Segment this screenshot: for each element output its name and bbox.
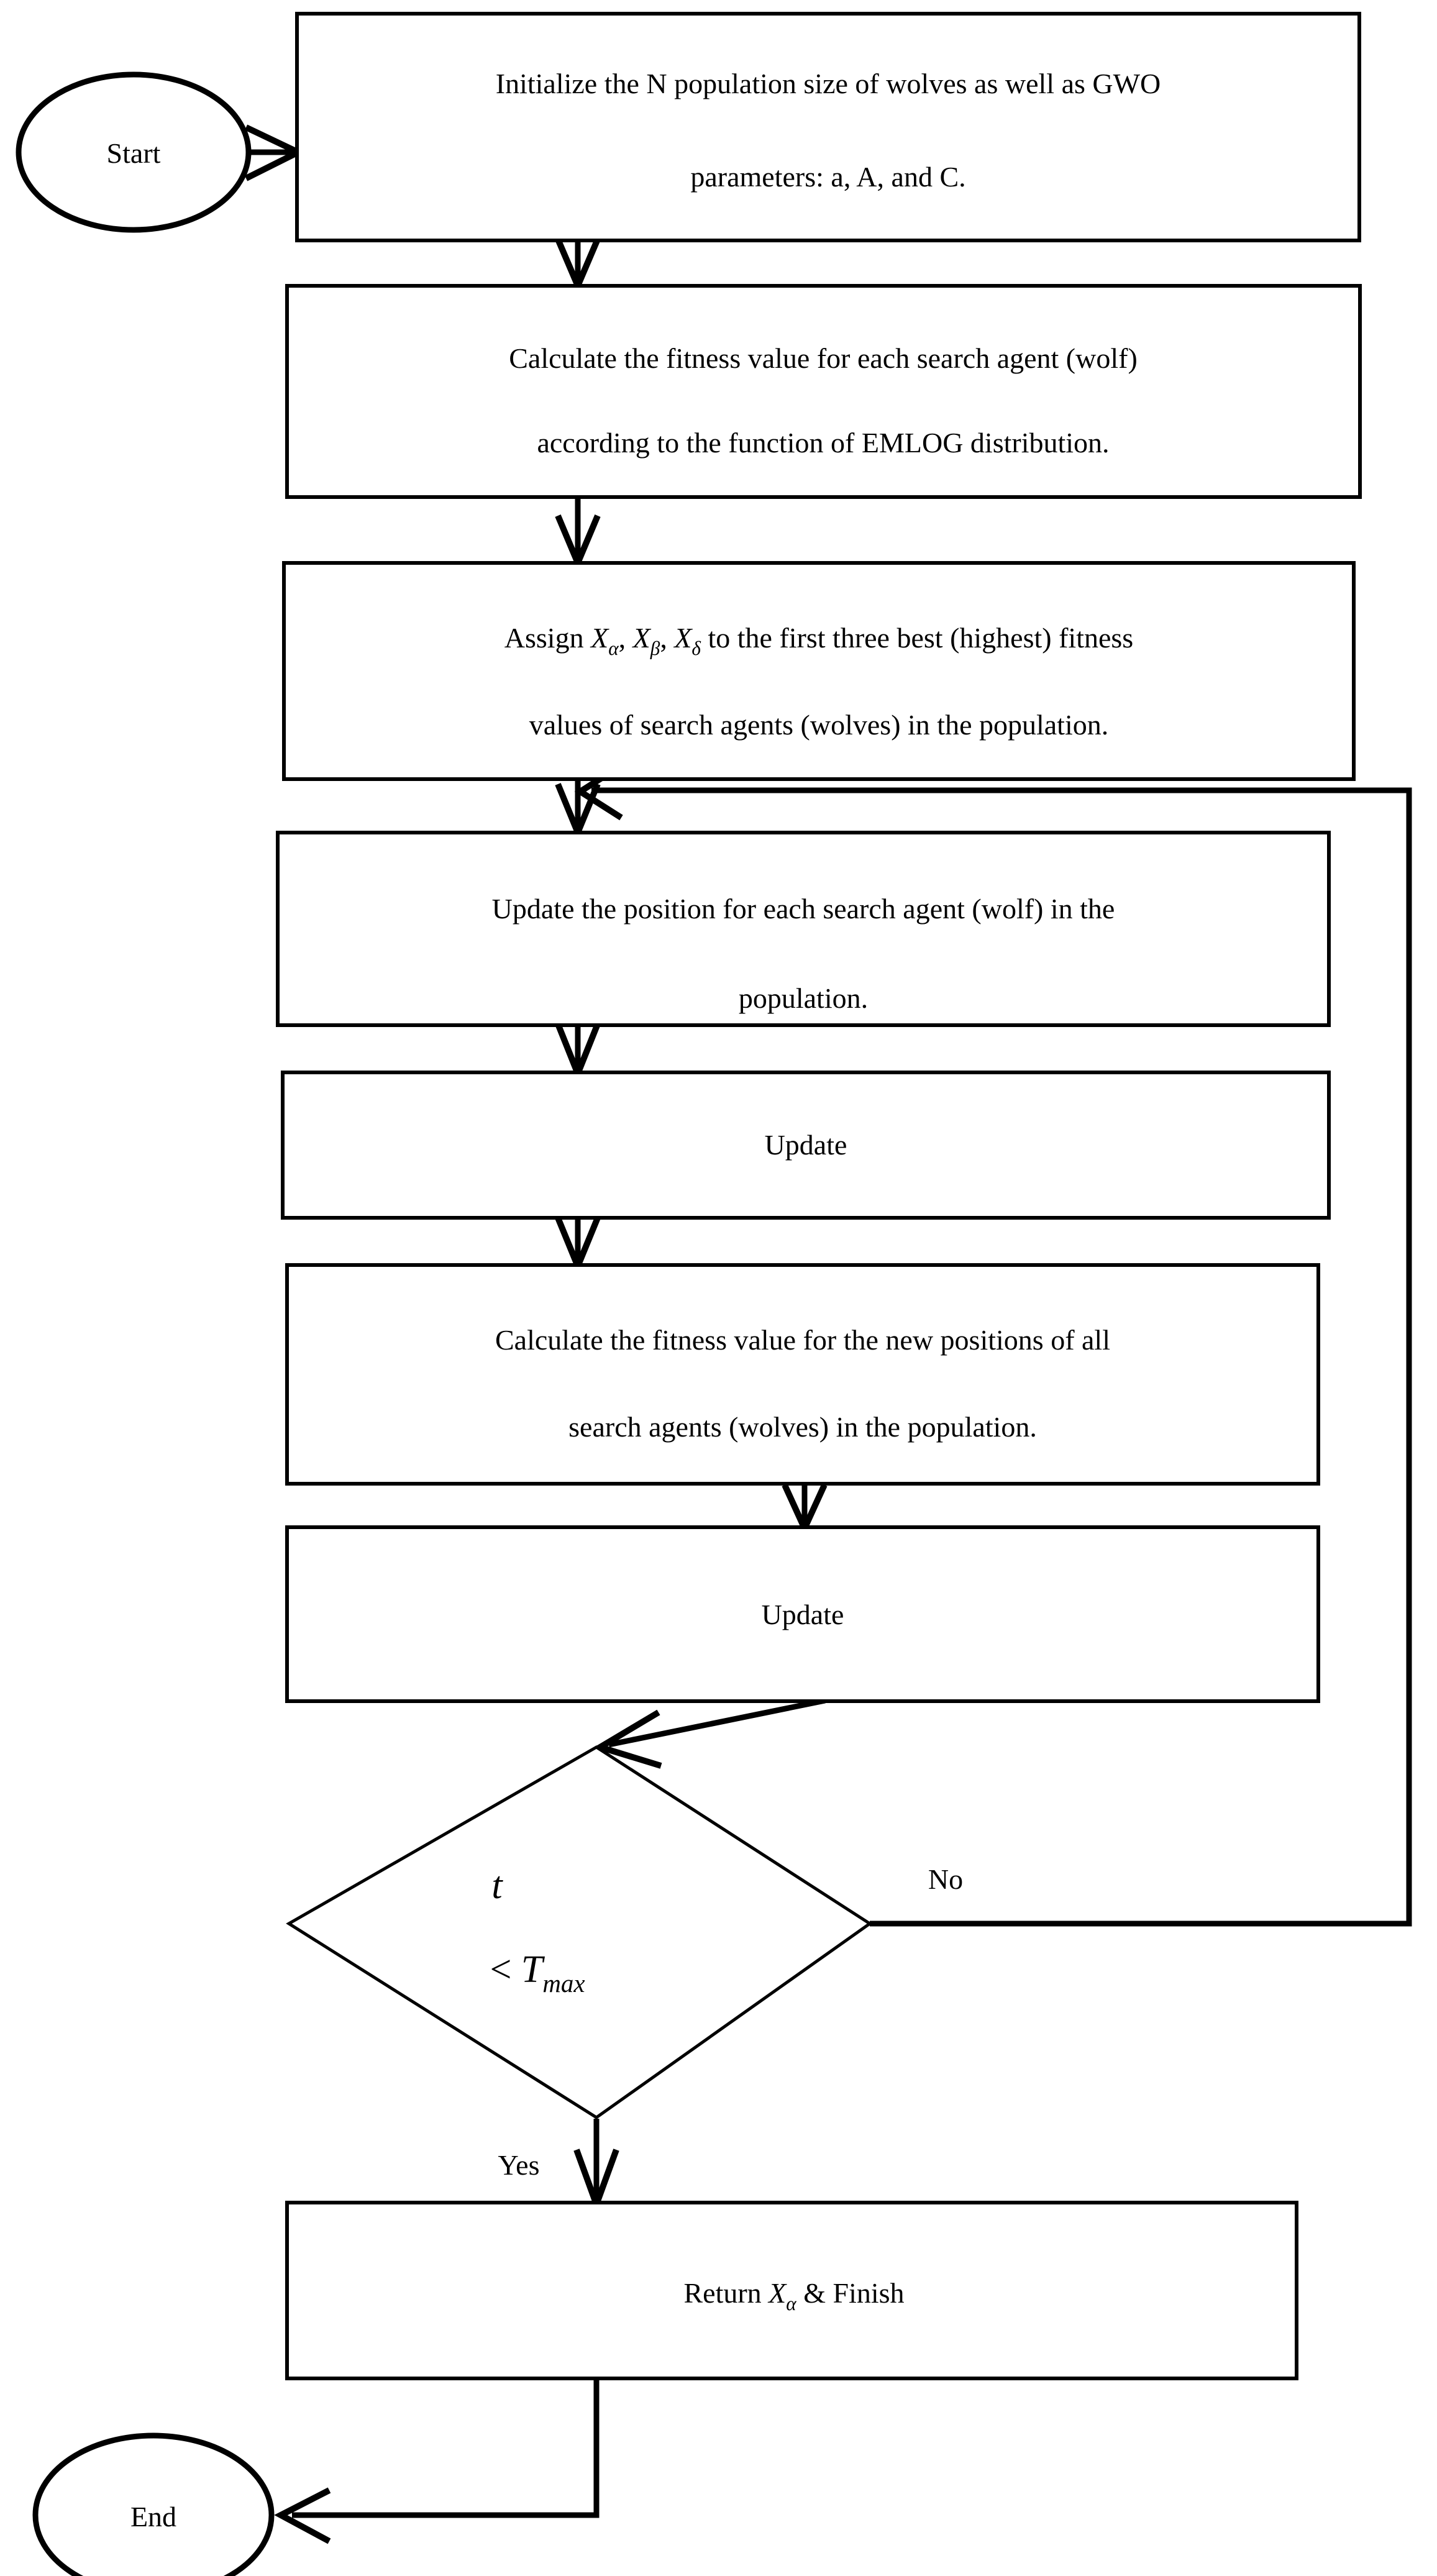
start-label: Start: [107, 137, 161, 169]
update-position-line2: population.: [739, 982, 868, 1014]
edge-init-to-fitness1: [555, 238, 601, 294]
fitness1-line2: according to the function of EMLOG distr…: [537, 427, 1109, 459]
edge-fitness1-to-assign: [555, 497, 601, 571]
node-return-finish[interactable]: Return Xα & Finish: [285, 2201, 1298, 2380]
update-position-line1: Update the position for each search agen…: [492, 893, 1115, 925]
node-decision-t-lt-tmax[interactable]: t < Tmax: [286, 1745, 873, 2120]
return-pre: Return: [683, 2277, 769, 2309]
initialize-line2: parameters: a, A, and C.: [690, 161, 965, 193]
return-label: Return Xα & Finish: [683, 2277, 904, 2314]
node-start[interactable]: Start: [16, 71, 252, 233]
assign-sep-1: ,: [619, 622, 633, 654]
assign-line1-pre: Assign: [504, 622, 591, 654]
assign-sub-alpha: α: [608, 637, 619, 659]
edge-return-to-end: [274, 2378, 600, 2544]
node-update-position[interactable]: Update the position for each search agen…: [276, 831, 1331, 1027]
assign-x-alpha: X: [590, 622, 609, 654]
node-update-b[interactable]: Update: [285, 1525, 1320, 1703]
node-update-a[interactable]: Update: [281, 1071, 1331, 1220]
decision-tmax-var: T: [521, 1948, 545, 1991]
edge-update-position-to-update-a: [555, 1023, 601, 1082]
return-post: & Finish: [796, 2277, 905, 2309]
assign-x-beta: X: [632, 622, 652, 654]
assign-line1-post: to the first three best (highest) fitnes…: [701, 622, 1133, 654]
node-end[interactable]: End: [32, 2432, 275, 2576]
assign-line1: Assign Xα, Xβ, Xδ to the first three bes…: [504, 622, 1133, 659]
node-assign-leaders[interactable]: Assign Xα, Xβ, Xδ to the first three bes…: [282, 561, 1356, 781]
fitness2-line2: search agents (wolves) in the population…: [568, 1411, 1037, 1443]
assign-sep-2: ,: [660, 622, 674, 654]
decision-tmax-sub: max: [542, 1970, 585, 1998]
edge-label-no: No: [928, 1863, 963, 1895]
assign-sub-delta: δ: [691, 637, 701, 659]
edge-decision-yes: [573, 2119, 619, 2214]
decision-operator: <: [490, 1948, 521, 1991]
edge-fitness2-to-update-b: [782, 1483, 828, 1537]
assign-x-delta: X: [673, 622, 693, 654]
fitness2-line1: Calculate the fitness value for the new …: [495, 1324, 1110, 1356]
assign-line2: values of search agents (wolves) in the …: [529, 709, 1109, 741]
node-calculate-fitness-new[interactable]: Calculate the fitness value for the new …: [285, 1263, 1320, 1486]
update-a-label: Update: [765, 1129, 847, 1161]
initialize-line1: Initialize the N population size of wolv…: [496, 68, 1161, 99]
decision-line2: < Tmax: [490, 1948, 585, 1998]
end-label: End: [130, 2501, 176, 2533]
return-sub: α: [786, 2293, 796, 2314]
edge-update-b-to-decision: [592, 1697, 826, 1769]
decision-line1: t: [491, 1865, 503, 1907]
edge-label-yes: Yes: [498, 2149, 540, 2181]
return-x: X: [767, 2277, 787, 2309]
edge-start-to-init: [244, 124, 306, 181]
update-b-label: Update: [762, 1599, 844, 1630]
assign-sub-beta: β: [650, 637, 660, 659]
edge-update-a-to-fitness2: [555, 1217, 601, 1275]
fitness1-line1: Calculate the fitness value for each sea…: [509, 342, 1138, 374]
node-calculate-fitness-initial[interactable]: Calculate the fitness value for each sea…: [285, 284, 1362, 499]
node-initialize[interactable]: Initialize the N population size of wolv…: [295, 12, 1361, 242]
